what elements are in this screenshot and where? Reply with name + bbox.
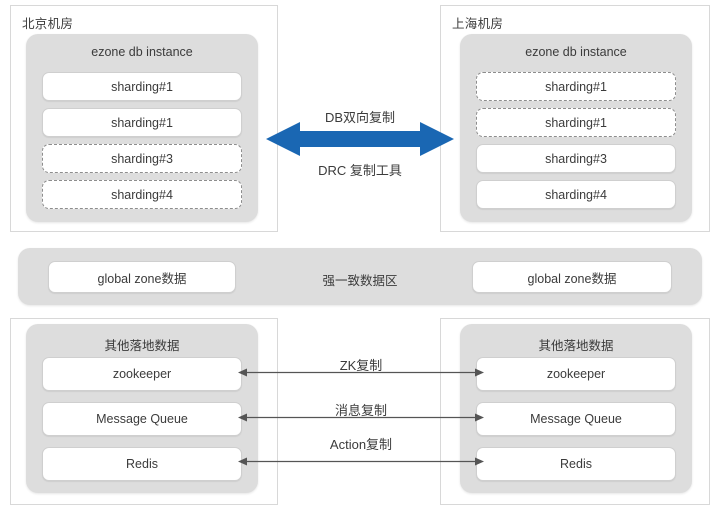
group-title-other-data-shanghai: 其他落地数据 [538,339,614,353]
db-bidirectional-replication-label: DB双向复制 [324,110,396,125]
shard-item-beijing-2[interactable]: sharding#1 [42,108,242,137]
group-title-other-data-beijing: 其他落地数据 [104,339,180,353]
db-replication-double-arrow-icon [266,122,454,156]
drc-tool-label: DRC 复制工具 [318,163,402,178]
group-other-landed-data-beijing: 其他落地数据 zookeeper Message Queue Redis [26,324,258,493]
group-title-ezone-shanghai: ezone db instance [525,45,627,59]
shard-item-shanghai-3[interactable]: sharding#3 [476,144,676,173]
shard-item-shanghai-2[interactable]: sharding#1 [476,108,676,137]
group-ezone-db-instance-shanghai: ezone db instance sharding#1 sharding#1 … [460,34,692,222]
service-item-zookeeper-shanghai[interactable]: zookeeper [476,357,676,391]
global-zone-data-left[interactable]: global zone数据 [48,261,236,293]
global-zone-data-right[interactable]: global zone数据 [472,261,672,293]
zk-replication-label: ZK复制 [339,358,383,373]
service-item-message-queue-shanghai[interactable]: Message Queue [476,402,676,436]
strong-consistency-label: 强一致数据区 [322,274,398,288]
message-replication-arrow-icon [238,413,484,422]
panel-shanghai-title: 上海机房 [452,17,504,31]
group-other-landed-data-shanghai: 其他落地数据 zookeeper Message Queue Redis [460,324,692,493]
group-ezone-db-instance-beijing: ezone db instance sharding#1 sharding#1 … [26,34,258,222]
shard-item-shanghai-1[interactable]: sharding#1 [476,72,676,101]
action-replication-label: Action复制 [329,437,393,452]
service-item-redis-shanghai[interactable]: Redis [476,447,676,481]
shard-item-beijing-3[interactable]: sharding#3 [42,144,242,173]
service-item-redis-beijing[interactable]: Redis [42,447,242,481]
service-item-zookeeper-beijing[interactable]: zookeeper [42,357,242,391]
action-replication-arrow-icon [238,457,484,466]
message-replication-label: 消息复制 [334,403,387,418]
group-title-ezone-beijing: ezone db instance [91,45,193,59]
shard-item-shanghai-4[interactable]: sharding#4 [476,180,676,209]
shard-item-beijing-4[interactable]: sharding#4 [42,180,242,209]
zk-replication-arrow-icon [238,368,484,377]
service-item-message-queue-beijing[interactable]: Message Queue [42,402,242,436]
panel-beijing-title: 北京机房 [22,17,74,31]
shard-item-beijing-1[interactable]: sharding#1 [42,72,242,101]
